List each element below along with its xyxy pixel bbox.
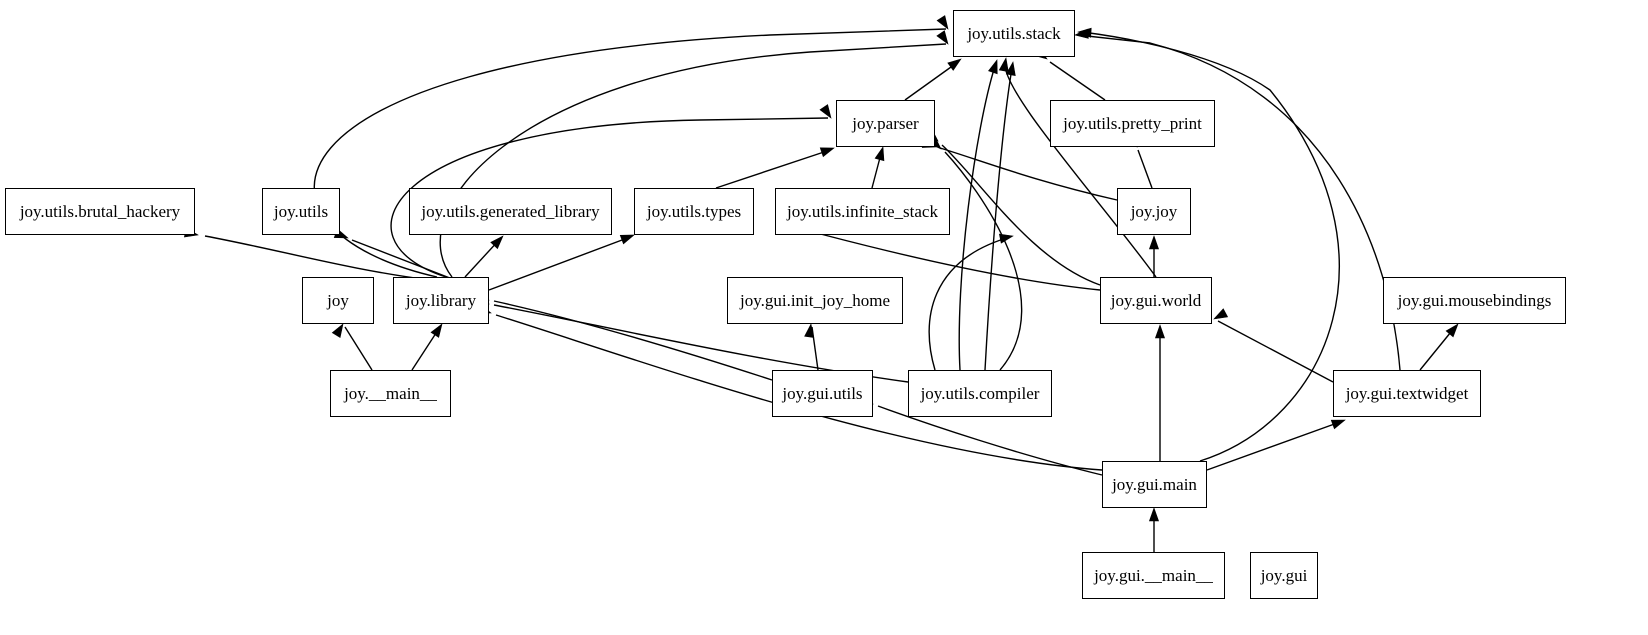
arrowhead-guimain-world bbox=[1154, 324, 1166, 339]
node-label: joy.gui.world bbox=[1110, 291, 1202, 310]
node-label: joy.gui bbox=[1260, 566, 1308, 585]
node-label: joy.gui.init_joy_home bbox=[739, 291, 890, 310]
node-label: joy.parser bbox=[852, 114, 919, 133]
node-label: joy.utils.stack bbox=[967, 24, 1061, 43]
node-joy-gui-init-joy-home[interactable]: joy.gui.init_joy_home bbox=[727, 277, 903, 324]
arrowhead-guimain-textwidget bbox=[1330, 419, 1346, 430]
node-joy-parser[interactable]: joy.parser bbox=[836, 100, 935, 147]
edge-types-parser bbox=[715, 149, 831, 189]
arrowhead-main-joy bbox=[331, 323, 344, 338]
edge-library-stack bbox=[313, 28, 947, 278]
node-label: joy.utils.brutal_hackery bbox=[19, 202, 181, 221]
edge-library-parser bbox=[390, 117, 829, 278]
arrowhead-world-stack bbox=[998, 57, 1009, 72]
node-label: joy.gui.__main__ bbox=[1094, 566, 1213, 585]
arrowhead-guimain2-guimain bbox=[1148, 507, 1160, 522]
node-joy-utils-generated-library[interactable]: joy.utils.generated_library bbox=[409, 188, 612, 235]
arrowhead-types-parser bbox=[819, 147, 835, 158]
edge-compiler-stack2 bbox=[958, 65, 996, 371]
arrowhead-world-joy bbox=[1148, 235, 1160, 250]
node-joy-gui[interactable]: joy.gui bbox=[1250, 552, 1318, 599]
edge-guimain-stack bbox=[1081, 31, 1340, 462]
node-label: joy.utils.compiler bbox=[920, 384, 1040, 403]
edge-guimain-guiutils bbox=[877, 405, 1103, 476]
node-joy-utils-pretty-print[interactable]: joy.utils.pretty_print bbox=[1050, 100, 1215, 147]
edge-compiler-stack bbox=[984, 67, 1013, 371]
edge-parser-stack bbox=[904, 61, 959, 101]
node-joy-library[interactable]: joy.library bbox=[393, 277, 489, 324]
arrowhead-library-genlib bbox=[490, 235, 504, 250]
node-joy-utils-types[interactable]: joy.utils.types bbox=[634, 188, 754, 235]
arrowhead-guimain-stack bbox=[1077, 27, 1092, 38]
node-label: joy.__main__ bbox=[344, 384, 437, 403]
edge-guimain-textwidget bbox=[1206, 421, 1341, 471]
edge-prettyprint-stack bbox=[1049, 61, 1106, 101]
edge-world-types bbox=[797, 227, 1101, 291]
arrowhead-infinite-parser bbox=[874, 146, 885, 162]
node-label: joy.utils.types bbox=[646, 202, 742, 221]
edge-joy-parser bbox=[939, 147, 1118, 201]
node-joy-joy[interactable]: joy.joy bbox=[1117, 188, 1191, 235]
node-joy-utils-infinite-stack[interactable]: joy.utils.infinite_stack bbox=[775, 188, 950, 235]
node-joy-utils-compiler[interactable]: joy.utils.compiler bbox=[908, 370, 1052, 417]
edge-library-hackery bbox=[204, 235, 431, 281]
edge-compiler-parser bbox=[944, 151, 1023, 371]
arrowhead-textwidget-world bbox=[1213, 308, 1229, 320]
node-joy-gui---main--[interactable]: joy.gui.__main__ bbox=[1082, 552, 1225, 599]
arrowhead-compiler-stack bbox=[1005, 61, 1016, 76]
edge-world-stack bbox=[1004, 61, 1157, 278]
node-joy-gui-world[interactable]: joy.gui.world bbox=[1100, 277, 1212, 324]
node-label: joy.gui.utils bbox=[782, 384, 863, 403]
node-joy[interactable]: joy bbox=[302, 277, 374, 324]
edge-library-stack2 bbox=[439, 43, 947, 278]
edge-library-utils bbox=[351, 239, 456, 281]
edge-library-types bbox=[488, 236, 631, 291]
arrowhead-library-types bbox=[619, 234, 635, 245]
node-joy-utils-brutal-hackery[interactable]: joy.utils.brutal_hackery bbox=[5, 188, 195, 235]
edge-textwidget-mouse bbox=[1419, 326, 1456, 371]
arrowhead-library-stack2 bbox=[936, 30, 949, 45]
arrowhead-library-stack bbox=[936, 15, 949, 30]
arrowhead-guiutils-initjoy bbox=[804, 323, 815, 338]
node-label: joy.joy bbox=[1130, 202, 1178, 221]
node-joy---main--[interactable]: joy.__main__ bbox=[330, 370, 451, 417]
edge-joy-prettyprint bbox=[1137, 149, 1153, 189]
node-joy-utils-stack[interactable]: joy.utils.stack bbox=[953, 10, 1075, 57]
arrowhead-textwidget-mouse bbox=[1445, 323, 1459, 338]
node-joy-gui-mousebindings[interactable]: joy.gui.mousebindings bbox=[1383, 277, 1566, 324]
arrowhead-library-parser bbox=[819, 104, 832, 119]
node-label: joy.gui.textwidget bbox=[1345, 384, 1469, 403]
edge-textwidget-world bbox=[1217, 320, 1334, 383]
node-joy-utils[interactable]: joy.utils bbox=[262, 188, 340, 235]
arrowhead-compiler-stack2 bbox=[988, 59, 998, 75]
edge-world-parser bbox=[941, 144, 1101, 286]
node-label: joy.utils.pretty_print bbox=[1063, 114, 1202, 133]
node-label: joy.gui.main bbox=[1112, 475, 1197, 494]
node-label: joy bbox=[327, 291, 349, 310]
arrowhead-parser-stack bbox=[947, 58, 962, 71]
node-label: joy.utils bbox=[273, 202, 329, 221]
node-label: joy.utils.generated_library bbox=[421, 202, 600, 221]
node-label: joy.gui.mousebindings bbox=[1397, 291, 1552, 310]
edge-guiutils-library bbox=[493, 300, 773, 381]
edge-compiler-types bbox=[928, 236, 1011, 371]
node-label: joy.utils.infinite_stack bbox=[787, 202, 938, 221]
node-joy-gui-textwidget[interactable]: joy.gui.textwidget bbox=[1333, 370, 1481, 417]
node-joy-gui-main[interactable]: joy.gui.main bbox=[1102, 461, 1207, 508]
arrowhead-main-library bbox=[430, 323, 443, 338]
node-joy-gui-utils[interactable]: joy.gui.utils bbox=[772, 370, 873, 417]
edge-main-joy bbox=[344, 326, 373, 371]
node-label: joy.library bbox=[405, 291, 477, 310]
